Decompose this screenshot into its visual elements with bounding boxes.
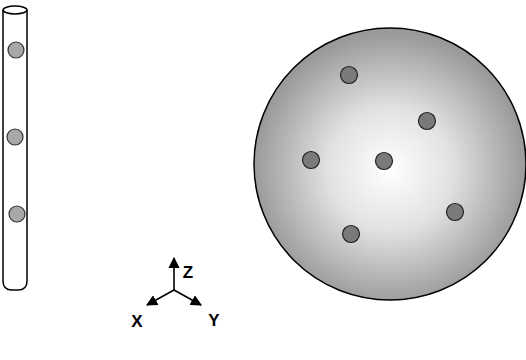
axis-label: X [131, 313, 142, 330]
axes [147, 258, 201, 305]
rod [3, 6, 27, 290]
axis-label: Z [183, 264, 193, 281]
sphere [254, 28, 526, 300]
axis-label: Y [208, 312, 219, 329]
